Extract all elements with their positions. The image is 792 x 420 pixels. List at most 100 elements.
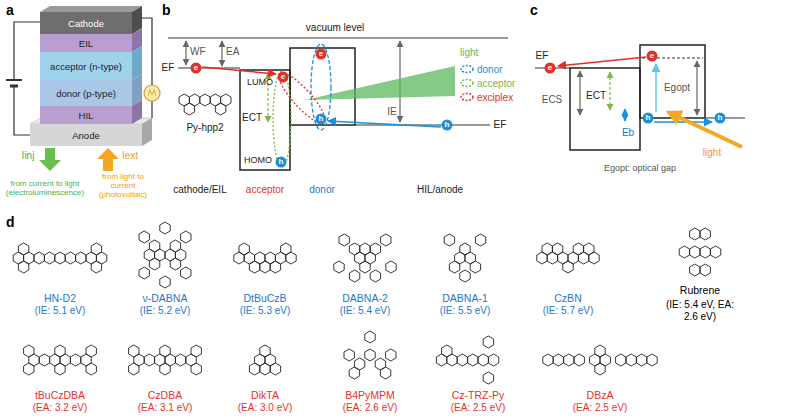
- ring: [483, 372, 493, 384]
- legend-swatch: [460, 92, 474, 102]
- legend: donoracceptorexciplex: [460, 62, 515, 104]
- molecule-structure: [234, 243, 296, 273]
- ring: [149, 240, 159, 252]
- molecule-name: DBzA: [587, 389, 614, 401]
- ring: [91, 243, 101, 255]
- ring: [260, 345, 270, 357]
- donor-exciton-loop: [311, 44, 331, 130]
- layer-name: HIL: [79, 110, 94, 121]
- layer-name: donor (p-type): [56, 88, 116, 99]
- energy-label: EF: [494, 119, 507, 131]
- hole-extraction-arrow: [654, 121, 712, 123]
- region-name: donor: [309, 184, 335, 196]
- ring: [574, 354, 584, 366]
- light-bulb: [144, 85, 160, 101]
- panel-letter: c: [530, 2, 538, 18]
- vacuum-level: [168, 38, 508, 39]
- molecule-name: DABNA-2: [342, 292, 388, 304]
- ring: [616, 354, 626, 366]
- hole-symbol: h: [279, 157, 284, 166]
- molecule-structure: [179, 94, 231, 115]
- light-emission-cone: [305, 66, 455, 100]
- cathode-layer: Cathode: [40, 12, 132, 34]
- molecule-name: B4PyMPM: [345, 389, 395, 401]
- electron-symbol: e: [548, 63, 552, 72]
- electron: [191, 63, 202, 74]
- layer-name: Cathode: [68, 18, 104, 29]
- electron-symbol: e: [194, 63, 198, 72]
- electron-affinity: (EA: 3.2 eV): [33, 402, 87, 414]
- current-label: Iext: [122, 150, 138, 162]
- level-name: LUMO: [247, 77, 273, 87]
- ring: [478, 354, 488, 366]
- ring: [339, 234, 349, 246]
- ring: [537, 252, 547, 264]
- emission-arrow: [39, 148, 61, 171]
- ring: [360, 261, 370, 273]
- molecule-structure: [444, 234, 486, 282]
- ring: [24, 345, 34, 357]
- ring: [160, 276, 170, 288]
- electron: [545, 63, 556, 74]
- ring: [468, 354, 478, 366]
- energy-label: ECT: [242, 112, 262, 124]
- ring: [386, 261, 396, 273]
- electron-affinity: (EA: 3.0 eV): [238, 402, 292, 414]
- legend-entry: donor: [460, 62, 515, 76]
- legend-swatch: [460, 64, 474, 74]
- ring: [690, 246, 700, 258]
- ring: [55, 252, 65, 264]
- ring: [286, 252, 296, 264]
- ect-arrow: [609, 72, 610, 110]
- gap-note: Egopt: optical gap: [604, 163, 676, 173]
- molecule-name: Rubrene: [680, 284, 720, 296]
- hil-layer: HIL: [40, 106, 132, 124]
- ring: [457, 354, 467, 366]
- ring: [175, 354, 185, 366]
- ring: [460, 270, 470, 282]
- hole: [442, 120, 453, 131]
- molecule-structure: [543, 345, 657, 375]
- ring: [215, 103, 225, 115]
- molecule-structure: [679, 228, 721, 276]
- ring: [55, 345, 65, 357]
- process-note: from light to current (photovoltaic): [92, 172, 154, 200]
- ring: [86, 345, 96, 357]
- ring: [690, 264, 700, 276]
- ring: [86, 363, 96, 375]
- region-name: acceptor: [246, 184, 284, 196]
- wire: [14, 86, 30, 135]
- ring: [200, 94, 210, 106]
- process-note: from current to light (electroluminescen…: [0, 179, 90, 197]
- hole: [316, 114, 327, 125]
- py-hpp2-structure: [179, 94, 231, 115]
- ring: [181, 267, 191, 279]
- molecule-structure: [537, 243, 599, 273]
- ring: [710, 246, 720, 258]
- energy-label: Egopt: [664, 82, 690, 94]
- layer-name: EIL: [79, 38, 93, 49]
- electron-symbol: e: [281, 72, 285, 81]
- molecule-name: CzBN: [554, 292, 581, 304]
- incident-light-arrow: [670, 113, 742, 147]
- layer-side-face: [132, 100, 142, 124]
- light-label: light: [703, 147, 721, 159]
- ring: [449, 261, 459, 273]
- electron: [278, 72, 289, 83]
- ring: [91, 261, 101, 273]
- ring: [270, 363, 280, 375]
- ring: [370, 243, 380, 255]
- region-name: HIL/anode: [417, 184, 463, 196]
- electron-extraction-arrow: [558, 57, 646, 66]
- ring: [234, 252, 244, 264]
- ring: [139, 267, 149, 279]
- molecule-structure: [344, 331, 396, 379]
- energy-label: EA: [226, 46, 239, 58]
- molecule-structure: [436, 336, 498, 384]
- ring: [349, 367, 359, 379]
- ring: [34, 252, 44, 264]
- electron-affinity: (EA: 3.1 eV): [138, 402, 192, 414]
- hole: [643, 113, 654, 124]
- eb-arrow: [624, 109, 625, 121]
- level-name: HOMO: [244, 155, 272, 165]
